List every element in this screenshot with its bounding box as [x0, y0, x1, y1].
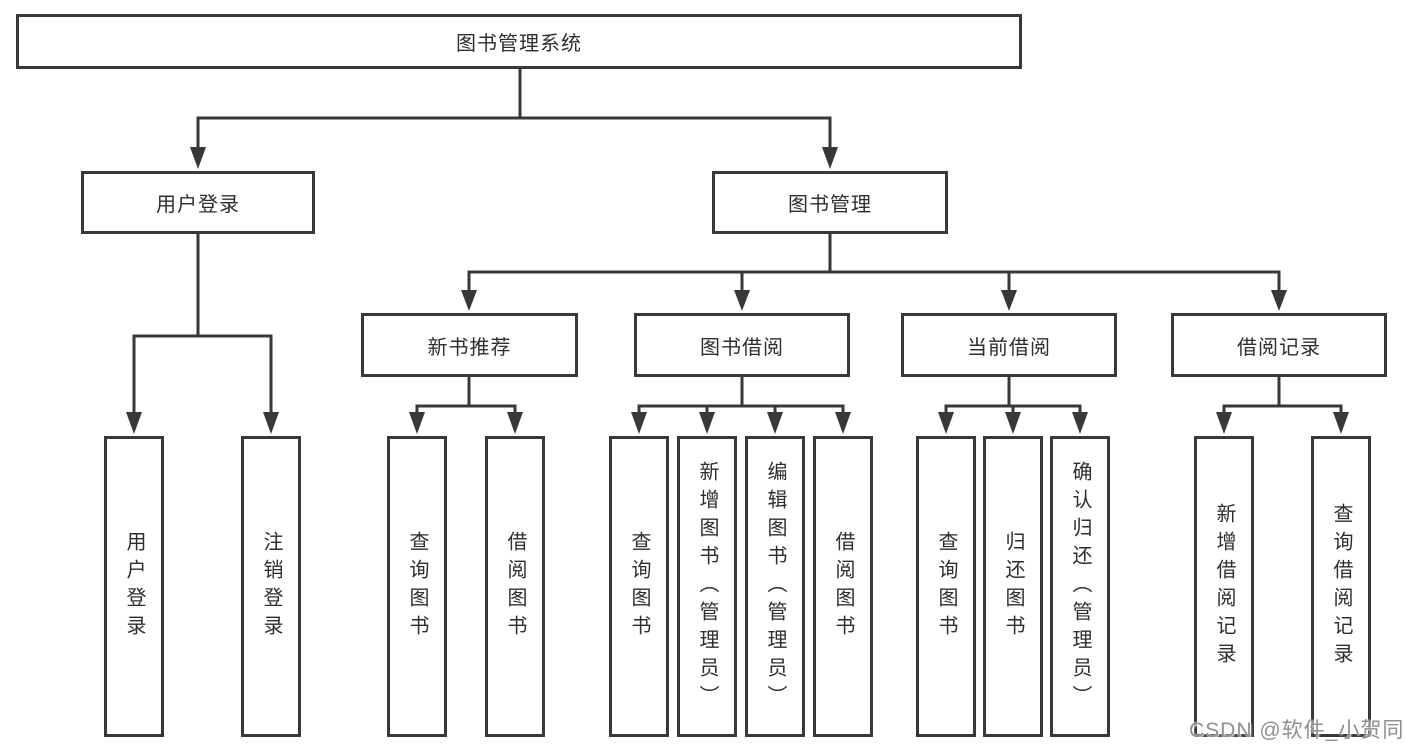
leaf-add-borrow-record: 新增借阅记录 — [1194, 436, 1254, 737]
leaf-borrow-books: 借阅图书 — [485, 436, 545, 737]
leaf-label: 编辑图书（管理员） — [764, 460, 786, 713]
connector-user-login-group — [126, 234, 279, 434]
node-label: 用户登录 — [156, 194, 240, 216]
node-borrow-records: 借阅记录 — [1171, 313, 1387, 377]
leaf-label: 用户登录 — [123, 530, 145, 643]
leaf-query-books: 查询图书 — [387, 436, 447, 737]
leaf-edit-books-admin: 编辑图书（管理员） — [745, 436, 805, 737]
connector-current-borrow-group — [938, 377, 1088, 434]
leaf-label: 注销登录 — [260, 530, 282, 643]
node-label: 新书推荐 — [427, 336, 512, 359]
leaf-query-borrow-record: 查询借阅记录 — [1311, 436, 1371, 737]
connector-new-book-group — [409, 377, 523, 434]
leaf-borrow-books: 借阅图书 — [813, 436, 873, 737]
node-user-login: 用户登录 — [81, 171, 315, 234]
leaf-label: 借阅图书 — [832, 530, 854, 643]
leaf-add-books-admin: 新增图书（管理员） — [677, 436, 737, 737]
leaf-label: 确认归还（管理员） — [1069, 460, 1091, 713]
node-new-book-recommend: 新书推荐 — [361, 313, 578, 377]
leaf-label: 归还图书 — [1002, 530, 1024, 643]
connector-borrow-records-group — [1216, 377, 1349, 434]
node-label: 图书管理系统 — [456, 33, 582, 55]
node-label: 图书借阅 — [700, 336, 784, 359]
leaf-query-books: 查询图书 — [916, 436, 976, 737]
leaf-query-books: 查询图书 — [609, 436, 669, 737]
node-current-borrow: 当前借阅 — [901, 313, 1117, 377]
leaf-label: 查询图书 — [406, 530, 428, 643]
csdn-watermark: CSDN @软件_小贺同学 — [1189, 719, 1405, 742]
connector-book-mgmt-to-level3 — [461, 234, 1287, 311]
node-label: 借阅记录 — [1237, 336, 1321, 359]
leaf-label: 新增借阅记录 — [1213, 502, 1235, 671]
connector-root-to-level2 — [190, 69, 838, 169]
connector-book-borrow-group — [631, 377, 851, 434]
node-label: 当前借阅 — [967, 336, 1051, 359]
leaf-label: 新增图书（管理员） — [696, 460, 718, 713]
node-library-management-system: 图书管理系统 — [16, 14, 1022, 69]
node-book-management: 图书管理 — [712, 171, 948, 234]
leaf-return-books: 归还图书 — [983, 436, 1043, 737]
leaf-user-login: 用户登录 — [104, 436, 164, 737]
leaf-label: 查询图书 — [935, 530, 957, 643]
leaf-logout: 注销登录 — [241, 436, 301, 737]
leaf-label: 借阅图书 — [504, 530, 526, 643]
node-book-borrow: 图书借阅 — [634, 313, 850, 377]
leaf-label: 查询图书 — [628, 530, 650, 643]
leaf-confirm-return-admin: 确认归还（管理员） — [1050, 436, 1110, 737]
node-label: 图书管理 — [788, 194, 872, 216]
leaf-label: 查询借阅记录 — [1330, 502, 1352, 671]
